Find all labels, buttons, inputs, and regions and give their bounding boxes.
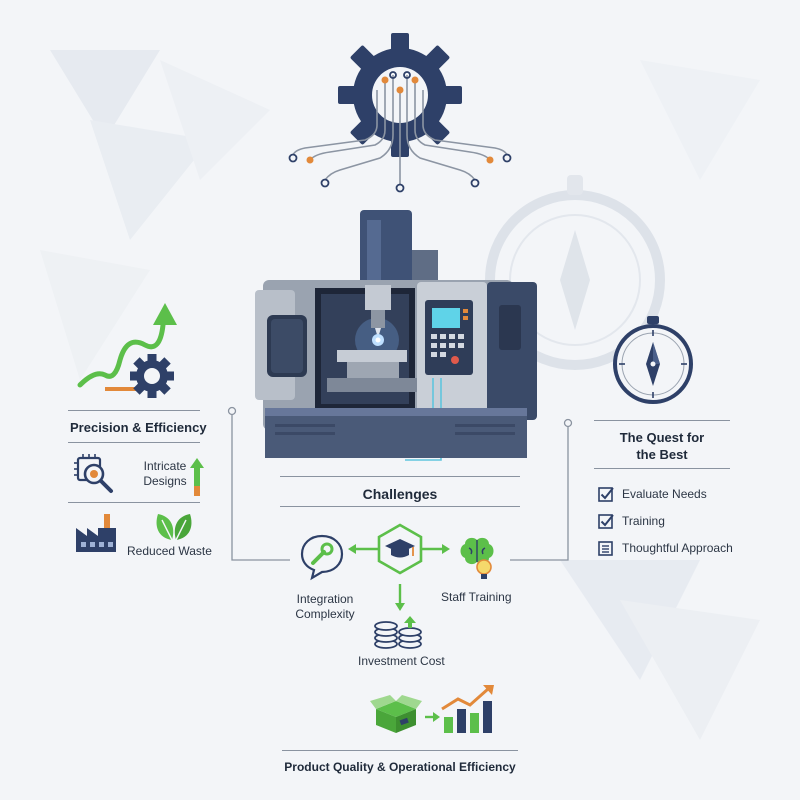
reduced-waste-label: Reduced Waste: [127, 544, 212, 558]
investment-cost-label: Investment Cost: [358, 654, 445, 668]
training-item: Training: [598, 513, 665, 529]
staff-training-label: Staff Training: [441, 590, 512, 604]
graduation-cap-hexagon-icon: [377, 523, 423, 575]
thoughtful-approach-label: Thoughtful Approach: [622, 541, 733, 555]
checkbox-checked-icon: [598, 514, 614, 529]
open-box-icon: [370, 695, 422, 733]
coin-stack-icon: [374, 616, 422, 649]
list-icon: [598, 541, 613, 556]
circuit-gear-icon: [288, 33, 512, 193]
cnc-machine-icon: [255, 210, 537, 461]
training-label: Training: [622, 514, 665, 528]
outcome-title: Product Quality & Operational Efficiency: [284, 760, 516, 774]
left-panel-title: Precision & Efficiency: [70, 420, 207, 435]
intricate-designs-label: Intricate Designs: [143, 459, 187, 488]
arrow-up-icon: [190, 458, 204, 496]
compass-icon: [613, 316, 693, 404]
factory-icon: [76, 514, 116, 552]
right-panel-title: The Quest for the Best: [619, 430, 705, 462]
left-title-rule-bottom: [68, 442, 200, 443]
circuit-magnifier-icon: [74, 454, 113, 493]
left-items-rule: [68, 502, 200, 503]
wrench-speech-bubble-icon: [300, 534, 344, 581]
right-title-rule-bottom: [594, 468, 730, 469]
challenges-rule-bottom: [280, 506, 520, 507]
evaluate-needs-item: Evaluate Needs: [598, 486, 707, 502]
thoughtful-approach-item: Thoughtful Approach: [598, 540, 733, 556]
evaluate-needs-label: Evaluate Needs: [622, 487, 707, 501]
right-title-rule-top: [594, 420, 730, 421]
outcome-rule: [282, 750, 518, 751]
integration-complexity-label: Integration Complexity: [295, 592, 355, 621]
leaves-icon: [156, 514, 192, 541]
brain-lightbulb-icon: [460, 537, 494, 579]
gear-icon: [130, 354, 174, 398]
rising-bar-chart-icon: [441, 685, 494, 733]
checkbox-checked-icon: [598, 487, 614, 502]
left-title-rule-top: [68, 410, 200, 411]
challenges-rule-top: [280, 476, 520, 477]
trend-arrow-icon: [77, 303, 177, 391]
challenges-title: Challenges: [362, 486, 438, 502]
